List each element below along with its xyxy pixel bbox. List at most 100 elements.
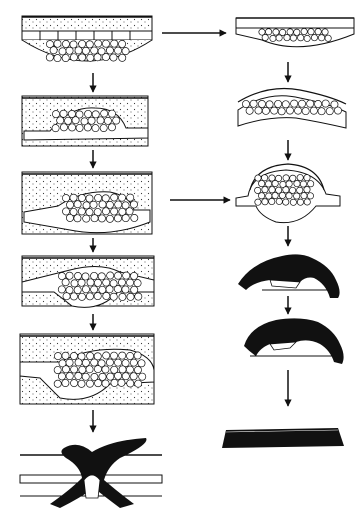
cell <box>118 379 125 386</box>
cell <box>106 215 113 222</box>
cell <box>83 215 90 222</box>
cell <box>262 34 268 40</box>
cell <box>122 48 129 55</box>
cell <box>297 199 303 205</box>
cell <box>82 286 89 293</box>
left-stage-3 <box>22 172 152 234</box>
cell <box>291 100 298 107</box>
cell <box>94 292 101 299</box>
cell <box>310 107 317 114</box>
cell <box>255 187 261 193</box>
cell <box>70 41 77 48</box>
cell <box>57 117 64 124</box>
cell <box>74 215 81 222</box>
cell <box>258 193 264 199</box>
left-stage-2 <box>22 96 148 146</box>
cell <box>90 201 97 208</box>
cell <box>318 108 325 115</box>
cell <box>127 380 134 387</box>
cell <box>134 366 141 373</box>
cell <box>94 54 101 61</box>
cell <box>46 54 53 61</box>
cell <box>283 199 289 205</box>
cell <box>110 293 117 300</box>
cell-cluster <box>54 352 146 388</box>
cell <box>94 366 101 373</box>
cell <box>92 125 99 132</box>
cell <box>102 380 109 387</box>
cell <box>87 279 94 286</box>
cell <box>246 107 253 114</box>
cell <box>79 54 86 61</box>
cell <box>278 108 285 115</box>
cell <box>99 201 106 208</box>
cell <box>131 214 138 221</box>
cell <box>78 194 85 201</box>
cell <box>286 181 292 187</box>
cell <box>269 198 275 204</box>
cell <box>135 293 142 300</box>
right-stage-1 <box>236 18 354 47</box>
cell <box>95 40 102 47</box>
cell <box>102 54 109 61</box>
cell <box>127 194 134 201</box>
left-stage-4 <box>22 256 154 307</box>
cell <box>86 41 93 48</box>
cell <box>103 352 110 359</box>
cell <box>262 107 269 114</box>
cell <box>114 286 121 293</box>
cell <box>86 293 93 300</box>
cell <box>326 108 333 115</box>
cell <box>78 208 85 215</box>
cell <box>297 187 303 193</box>
cell <box>266 101 273 108</box>
cell <box>74 286 81 293</box>
cell <box>86 195 93 202</box>
cell <box>66 201 73 208</box>
cell <box>286 107 293 114</box>
cell <box>282 101 289 108</box>
cell <box>102 40 109 47</box>
cell <box>307 100 314 107</box>
cell <box>91 47 98 54</box>
cell <box>107 272 114 279</box>
cell <box>106 201 113 208</box>
cell <box>114 272 121 279</box>
dark-body <box>238 254 340 298</box>
cell <box>111 379 118 386</box>
cell <box>261 175 267 181</box>
cell <box>59 48 66 55</box>
cell <box>88 117 95 124</box>
cell <box>308 181 314 187</box>
cell <box>311 35 317 41</box>
cell <box>62 379 69 386</box>
cell-cluster <box>255 174 314 205</box>
cell <box>66 47 73 54</box>
cell <box>308 29 314 35</box>
cell <box>75 359 82 366</box>
cell <box>91 359 98 366</box>
cell <box>62 40 69 47</box>
cell <box>111 208 118 215</box>
cell <box>66 372 73 379</box>
cell <box>110 352 117 359</box>
cell <box>70 54 77 61</box>
cell <box>258 100 265 107</box>
cell-cluster <box>46 40 129 62</box>
cell <box>98 273 105 280</box>
cell <box>262 186 268 192</box>
cell <box>86 209 93 216</box>
cell <box>54 380 61 387</box>
cell <box>62 366 69 373</box>
cell <box>63 293 70 300</box>
cell <box>122 214 129 221</box>
cell <box>126 366 133 373</box>
cell <box>106 47 113 54</box>
cell <box>71 380 78 387</box>
cell <box>130 201 137 208</box>
cell <box>74 201 81 208</box>
cell <box>272 192 278 198</box>
cell <box>70 293 77 300</box>
left-stage-6 <box>20 438 162 508</box>
